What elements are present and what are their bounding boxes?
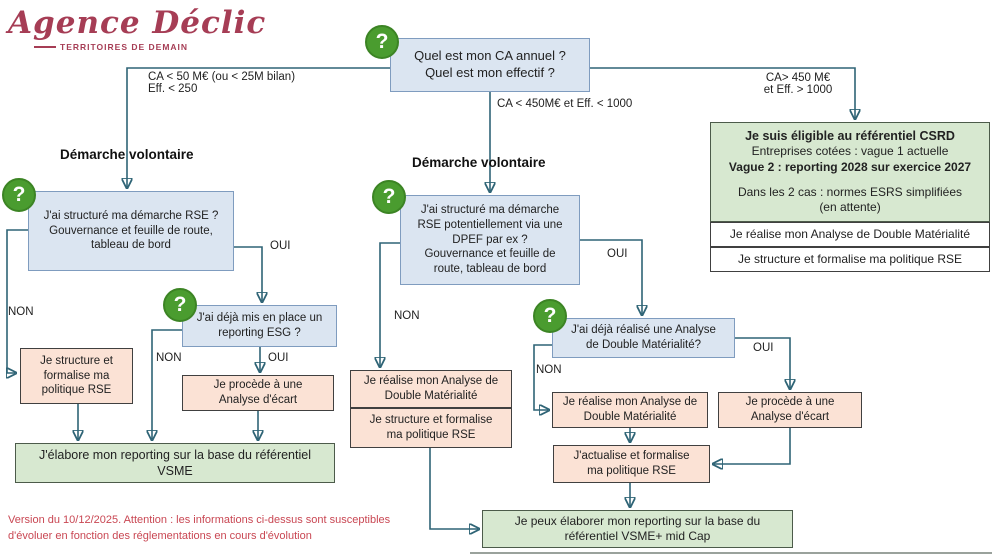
- mid-action-actualise-box: J'actualise et formalise ma politique RS…: [553, 445, 710, 483]
- question-icon: ?: [163, 288, 197, 322]
- mid-question-adm-box: J'ai déjà réalisé une Analyse de Double …: [552, 318, 735, 358]
- logo-tagline: TERRITOIRES DE DEMAIN: [34, 42, 266, 52]
- version-disclaimer: Version du 10/12/2025. Attention : les i…: [8, 514, 391, 542]
- oui-label: OUI: [270, 240, 291, 252]
- agence-declic-logo: Agence Déclic TERRITOIRES DE DEMAIN: [8, 5, 267, 53]
- connector-root-to-right: [590, 67, 855, 118]
- non-label: NON: [156, 352, 182, 364]
- heading-demarche-volontaire-left: Démarche volontaire: [60, 147, 194, 162]
- mid-action-adm-box: Je réalise mon Analyse de Double Matéria…: [552, 392, 708, 428]
- csrd-action-adm-box: Je réalise mon Analyse de Double Matéria…: [710, 222, 990, 247]
- logo-tagline-rule: [34, 46, 56, 48]
- mid-result-vsme-midcap-box: Je peux élaborer mon reporting sur la ba…: [482, 510, 793, 548]
- question-icon: ?: [2, 178, 36, 212]
- left-action-ecart-box: Je procède à une Analyse d'écart: [182, 375, 334, 411]
- heading-demarche-volontaire-middle: Démarche volontaire: [412, 155, 546, 170]
- question-icon: ?: [533, 299, 567, 333]
- left-action-structure-box: Je structure et formalise ma politique R…: [20, 348, 133, 404]
- oui-label: OUI: [753, 342, 774, 354]
- csrd-action-structure-box: Je structure et formalise ma politique R…: [710, 247, 990, 272]
- condition-label-left: CA < 50 M€ (ou < 25M bilan) Eff. < 250: [148, 71, 296, 95]
- condition-label-middle: CA < 450M€ et Eff. < 1000: [497, 98, 633, 110]
- left-question-esg-box: J'ai déjà mis en place un reporting ESG …: [182, 305, 337, 347]
- oui-label: OUI: [268, 352, 289, 364]
- mid-stack-action-adm-box: Je réalise mon Analyse de Double Matéria…: [350, 370, 512, 408]
- question-icon: ?: [365, 25, 399, 59]
- mid-question-rse-box: J'ai structuré ma démarche RSE potentiel…: [400, 195, 580, 285]
- connector-adm-oui: [735, 337, 790, 388]
- non-label: NON: [394, 310, 420, 322]
- csrd-title: Je suis éligible au référentiel CSRD: [745, 129, 955, 144]
- mid-stack-action-structure-box: Je structure et formalise ma politique R…: [350, 408, 512, 448]
- csrd-line-vague2: Vague 2 : reporting 2028 sur exercice 20…: [728, 159, 972, 174]
- condition-label-right: CA> 450 M€ et Eff. > 1000: [763, 72, 833, 96]
- connector-mid-non: [380, 242, 400, 366]
- mid-action-ecart-box: Je procède à une Analyse d'écart: [718, 392, 862, 428]
- csrd-line-esrs: Dans les 2 cas : normes ESRS simplifiées…: [737, 184, 963, 215]
- left-result-vsme-box: J'élabore mon reporting sur la base du r…: [15, 443, 335, 483]
- connector-mid-oui: [580, 239, 642, 314]
- connector-left-oui: [233, 246, 262, 301]
- non-label: NON: [8, 306, 34, 318]
- connector-left-non: [7, 229, 28, 373]
- question-icon: ?: [372, 180, 406, 214]
- csrd-line-vague1: Entreprises cotées : vague 1 actuelle: [751, 144, 949, 159]
- logo-wordmark: Agence Déclic: [8, 5, 267, 41]
- connector-ecart2-to-actualise: [714, 428, 791, 464]
- connector-adm-non: [533, 344, 552, 410]
- root-question-box: Quel est mon CA annuel ? Quel est mon ef…: [390, 38, 590, 92]
- non-label: NON: [536, 364, 562, 376]
- left-question-rse-box: J'ai structuré ma démarche RSE ? Gouvern…: [28, 191, 234, 271]
- connector-esg-non: [152, 329, 182, 439]
- csrd-eligible-box: Je suis éligible au référentiel CSRD Ent…: [710, 122, 990, 222]
- connector-stack-to-result: [429, 448, 478, 529]
- connector-root-to-left: [127, 67, 390, 187]
- page-edge-line: [470, 552, 992, 554]
- oui-label: OUI: [607, 248, 628, 260]
